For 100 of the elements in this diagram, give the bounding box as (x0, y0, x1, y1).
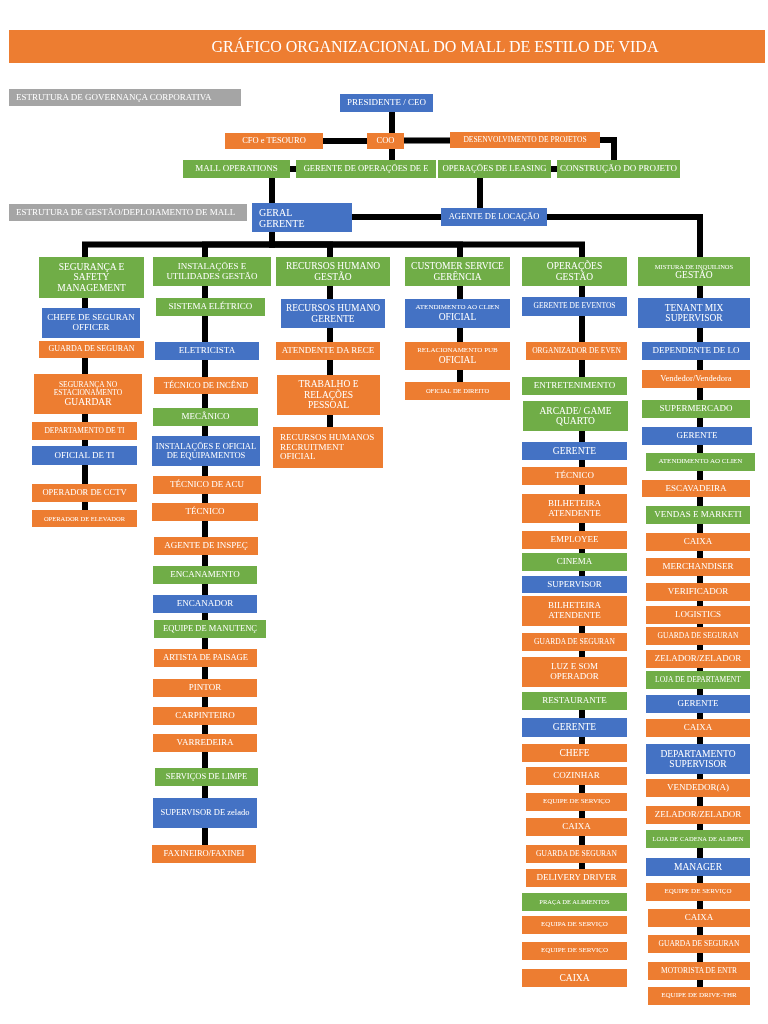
position-box (405, 342, 510, 370)
position-title: MERCHANDISER (662, 562, 734, 572)
connector-line (327, 328, 333, 342)
position-box (522, 596, 627, 626)
position-title: PINTOR (188, 683, 222, 693)
position-box (526, 793, 627, 811)
position-title: CONSTRUÇÃO DO PROJETO (560, 164, 677, 174)
position-title: RESTAURANTE (542, 696, 607, 706)
position-title: LOGISTICS (675, 610, 721, 620)
position-title: FAXINEIRO/FAXINEI (163, 849, 245, 859)
connector-line (697, 927, 703, 935)
connector-line (202, 316, 208, 342)
connector-line (202, 725, 208, 734)
connector-line (697, 980, 703, 987)
position-box (642, 370, 750, 388)
position-box (526, 869, 627, 887)
position-title: INSTALAÇÕES E UTILIDADES GESTÃO (165, 261, 259, 282)
position-title: GERENTE (552, 445, 597, 457)
connector-line (389, 149, 395, 160)
position-box (153, 679, 257, 697)
connector-line (202, 286, 208, 298)
connector-line (697, 848, 703, 858)
position-box (522, 692, 627, 710)
position-box (646, 453, 755, 471)
position-box (340, 94, 433, 112)
position-box (276, 342, 380, 360)
position-title: CAIXA (684, 913, 714, 923)
connector-line (697, 876, 703, 883)
position-title: GERENTE DE OPERAÇÕES DE E (303, 164, 429, 174)
position-title: GERAL GERENTE (259, 206, 305, 229)
connector-line (82, 414, 88, 422)
position-title: BILHETEIRA ATENDENTE (547, 498, 602, 519)
position-title: OPERAÇÕES DE LEASING (442, 164, 547, 174)
position-title: MALL OPERATIONS (195, 164, 278, 174)
connector-line (327, 415, 333, 427)
position-title: CFO e TESOURO (242, 136, 306, 146)
connector-line (579, 571, 585, 576)
position-box (39, 257, 144, 298)
position-title: INSTALAÇÕES E OFICIAL DE EQUIPAMENTOS (155, 441, 257, 461)
connector-line (697, 445, 703, 453)
position-box (642, 400, 750, 418)
position-box (646, 744, 750, 774)
connector-line (697, 797, 703, 806)
connector-line (600, 137, 617, 160)
position-title: MECÂNICO (181, 412, 230, 422)
position-title: COO (376, 136, 395, 146)
position-box (522, 531, 627, 549)
position-title: ESCAVADEIRA (665, 483, 727, 494)
position-title: TÉCNICO DE INCÊND (163, 380, 249, 391)
position-title: LUZ E SOM OPERADOR (550, 662, 599, 682)
connector-line (202, 466, 208, 476)
position-title: CAIXA (562, 822, 591, 832)
connector-line (202, 638, 208, 649)
position-box (648, 935, 750, 953)
position-title: VENDAS E MARKETI (654, 510, 742, 520)
position-title: SERVIÇOS DE LIMPE (165, 772, 248, 782)
connector-line (477, 178, 483, 208)
position-title: GERENTE (676, 431, 718, 441)
position-title: CAIXA (683, 537, 713, 547)
position-title: CUSTOMER SERVICE GERÊNCIA (410, 261, 505, 282)
position-box (183, 160, 290, 178)
position-box (522, 744, 627, 762)
position-box (646, 650, 750, 668)
connector-line (697, 328, 703, 342)
position-box (405, 299, 510, 328)
position-title: EQUIPE DE MANUTENÇ (163, 624, 257, 634)
connector-line (697, 824, 703, 830)
position-box (526, 818, 627, 836)
position-title: RECURSOS HUMANO GESTÃO (284, 261, 382, 282)
position-box (405, 382, 510, 400)
connector-line (579, 836, 585, 845)
position-title: OPERADOR DE CCTV (42, 488, 127, 498)
connector-line (697, 286, 703, 298)
position-title: CAIXA (683, 723, 713, 733)
connector-line (579, 863, 585, 869)
connector-line (697, 524, 703, 533)
position-box (646, 779, 750, 797)
connector-line (202, 697, 208, 707)
connector-line (404, 137, 450, 144)
position-title: ARCADE/ GAME QUARTO (538, 405, 613, 427)
position-box (152, 845, 256, 863)
position-title: GUARDAR (64, 397, 112, 408)
connector-line (202, 752, 208, 768)
position-title: COZINHAR (553, 771, 600, 781)
position-title: PRESIDENTE / CEO (347, 98, 426, 108)
connector-line (697, 624, 703, 627)
position-box (153, 734, 257, 752)
position-box (34, 374, 142, 414)
connector-line (697, 551, 703, 558)
position-box (154, 377, 258, 394)
position-title: ENTRETENIMENTO (533, 381, 616, 391)
connector-line (327, 286, 333, 299)
connector-line (202, 613, 208, 620)
connector-line (697, 497, 703, 506)
position-box (526, 342, 627, 360)
position-title: TÉCNICO DE ACU (170, 480, 244, 490)
position-title: GUARDA DE SEGURAN (48, 345, 135, 354)
connector-line (579, 316, 585, 342)
connector-line (327, 360, 333, 375)
position-title: CAIXA (559, 972, 590, 984)
